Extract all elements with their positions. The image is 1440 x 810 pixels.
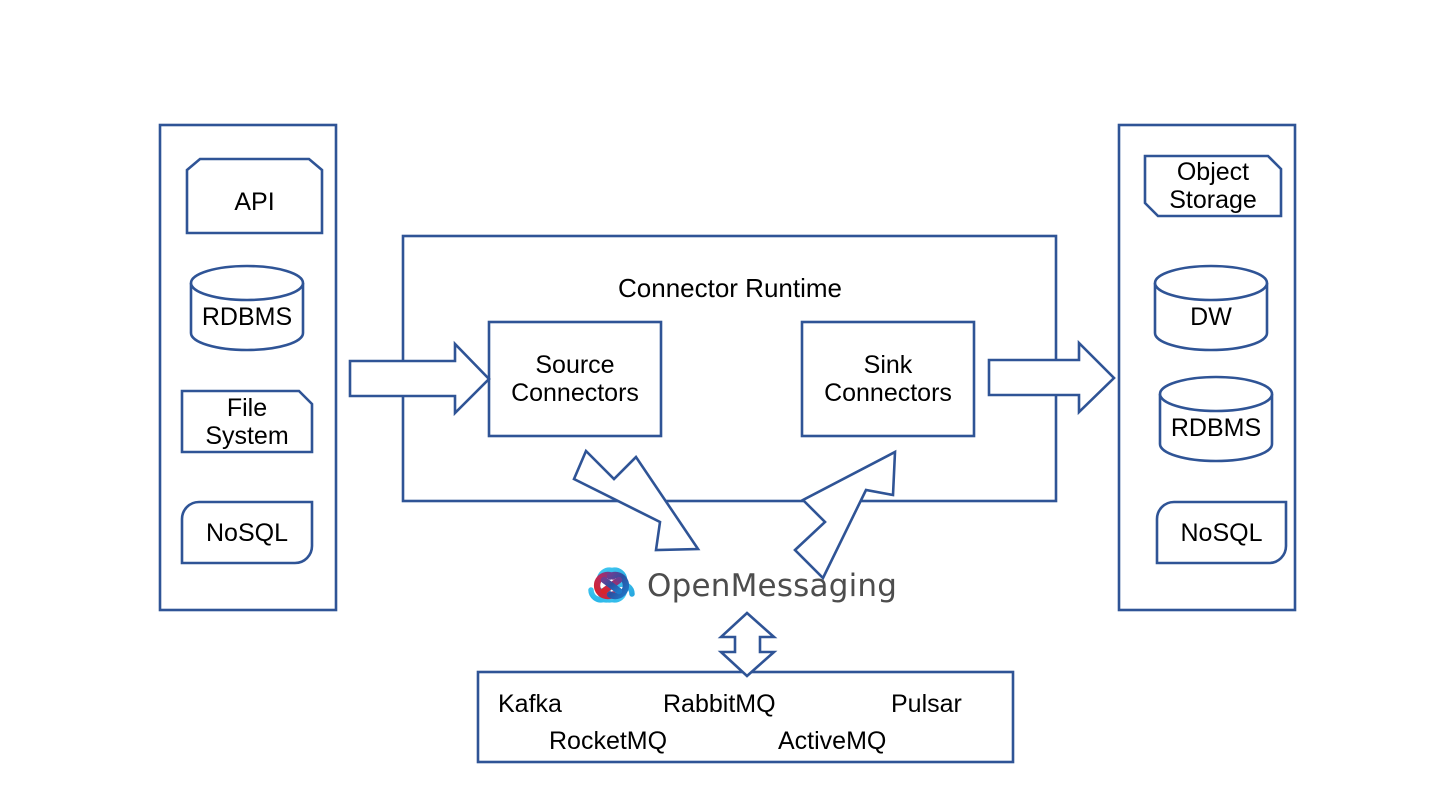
sink-nosql-shape	[1155, 500, 1288, 565]
arrow-sources-to-runtime-shape	[348, 340, 491, 417]
source-rdbms-shape	[189, 264, 305, 352]
arrow-runtime-to-sinks-shape	[987, 339, 1116, 416]
sink-dw-shape	[1153, 264, 1269, 352]
arrow-messaging-brokers-shape	[717, 611, 778, 678]
arrow-messaging-to-sink-shape	[793, 449, 897, 581]
openmessaging-logo-icon	[588, 567, 635, 603]
sink-object-storage-shape	[1143, 154, 1283, 218]
arrow-source-to-messaging-shape	[572, 448, 701, 552]
source-filesystem-shape	[180, 389, 314, 454]
source-nosql-shape	[180, 500, 314, 565]
source-connectors-border	[487, 320, 663, 438]
source-api-shape	[185, 157, 324, 235]
sink-connectors-border	[800, 320, 976, 438]
openmessaging-wordmark: OpenMessaging	[647, 568, 898, 604]
brokers-box-border	[476, 670, 1015, 764]
sink-rdbms-shape	[1158, 375, 1274, 463]
